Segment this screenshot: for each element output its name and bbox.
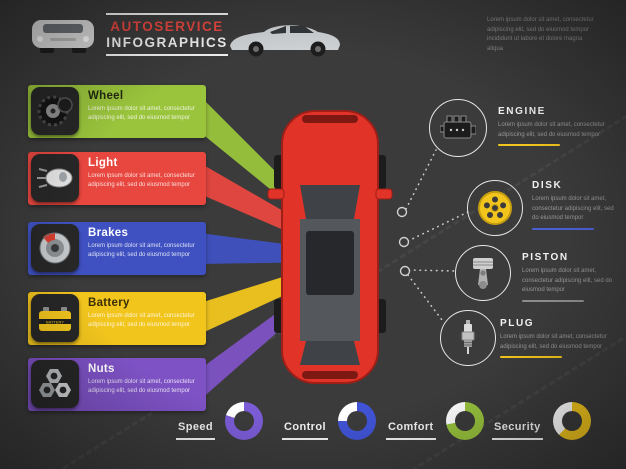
security-label: Security [492,421,543,440]
brake-disc-icon [31,224,79,272]
car-front-icon [32,20,94,53]
banner-nuts-text: Lorem ipsum dolor sit amet, consectetur … [88,379,195,395]
plug-label: PLUG [500,318,535,329]
plug-accent-line [500,356,562,359]
svg-text:BATTERY: BATTERY [46,320,64,325]
engine-text: Lorem ipsum dolor sit amet, consectetur … [498,122,605,138]
donut-hole [561,411,582,431]
engine-icon [429,99,487,157]
right-item-plug: PLUG Lorem ipsum dolor sit amet, consect… [500,318,612,359]
banner-light: Light Lorem ipsum dolor sit amet, consec… [28,152,206,205]
control-donut-chart [337,402,376,440]
comfort-donut-chart [445,402,484,440]
donut-hole [346,411,367,431]
title-line-2: INFOGRAPHICS [106,35,228,50]
banner-light-text: Lorem ipsum dolor sit amet, consectetur … [88,173,195,189]
stat-speed: Speed [176,402,264,440]
stat-security: Security [492,402,591,440]
piston-icon [455,245,511,301]
right-item-piston: PISTON Lorem ipsum dolor sit amet, conse… [522,252,618,302]
spark-plug-icon [440,310,496,366]
banner-brakes-text: Lorem ipsum dolor sit amet, consectetur … [88,243,195,259]
title-rule-top [106,13,228,15]
banner-battery-title: Battery [88,297,130,309]
banner-nuts-title: Nuts [88,363,115,375]
title-rule-bottom [106,54,228,56]
battery-icon: BATTERY [31,294,79,342]
plug-text: Lorem ipsum dolor sit amet, consectetur … [500,334,607,350]
security-donut-chart [552,402,591,440]
page-title: AUTOSERVICE INFOGRAPHICS [106,13,228,56]
control-label: Control [282,421,328,440]
right-item-engine: ENGINE Lorem ipsum dolor sit amet, conse… [498,106,610,147]
right-item-disk: DISK Lorem ipsum dolor sit amet, consect… [532,180,620,230]
banner-wheel: Wheel Lorem ipsum dolor sit amet, consec… [28,85,206,138]
piston-accent-line [522,299,584,302]
donut-hole [454,411,475,431]
banner-battery: BATTERY Battery Lorem ipsum dolor sit am… [28,292,206,345]
donut-hole [234,411,255,431]
disk-icon [467,180,523,236]
disk-text: Lorem ipsum dolor sit amet, consectetur … [532,196,614,222]
car-side-icon [230,25,340,57]
headlight-icon [31,154,79,202]
wheel-icon [31,87,79,135]
banner-light-title: Light [88,157,118,169]
banner-nuts: Nuts Lorem ipsum dolor sit amet, consect… [28,358,206,411]
speed-label: Speed [176,421,216,440]
banner-brakes: Brakes Lorem ipsum dolor sit amet, conse… [28,222,206,275]
car-top-icon [267,110,393,384]
banner-wheel-title: Wheel [88,90,124,102]
stat-control: Control [282,402,376,440]
disk-label: DISK [532,180,563,191]
comfort-label: Comfort [386,421,436,440]
nuts-icon [31,360,79,408]
banner-wheel-text: Lorem ipsum dolor sit amet, consectetur … [88,106,195,122]
stat-comfort: Comfort [386,402,484,440]
corner-note: Lorem ipsum dolor sit amet, consectetur … [487,17,594,52]
engine-label: ENGINE [498,106,546,117]
banner-battery-text: Lorem ipsum dolor sit amet, consectetur … [88,313,195,329]
title-line-1: AUTOSERVICE [110,19,224,34]
disk-accent-line [532,227,594,230]
piston-label: PISTON [522,252,569,263]
banner-brakes-title: Brakes [88,227,129,239]
speed-donut-chart [225,402,264,440]
engine-accent-line [498,144,560,147]
piston-text: Lorem ipsum dolor sit amet, consectetur … [522,268,613,294]
